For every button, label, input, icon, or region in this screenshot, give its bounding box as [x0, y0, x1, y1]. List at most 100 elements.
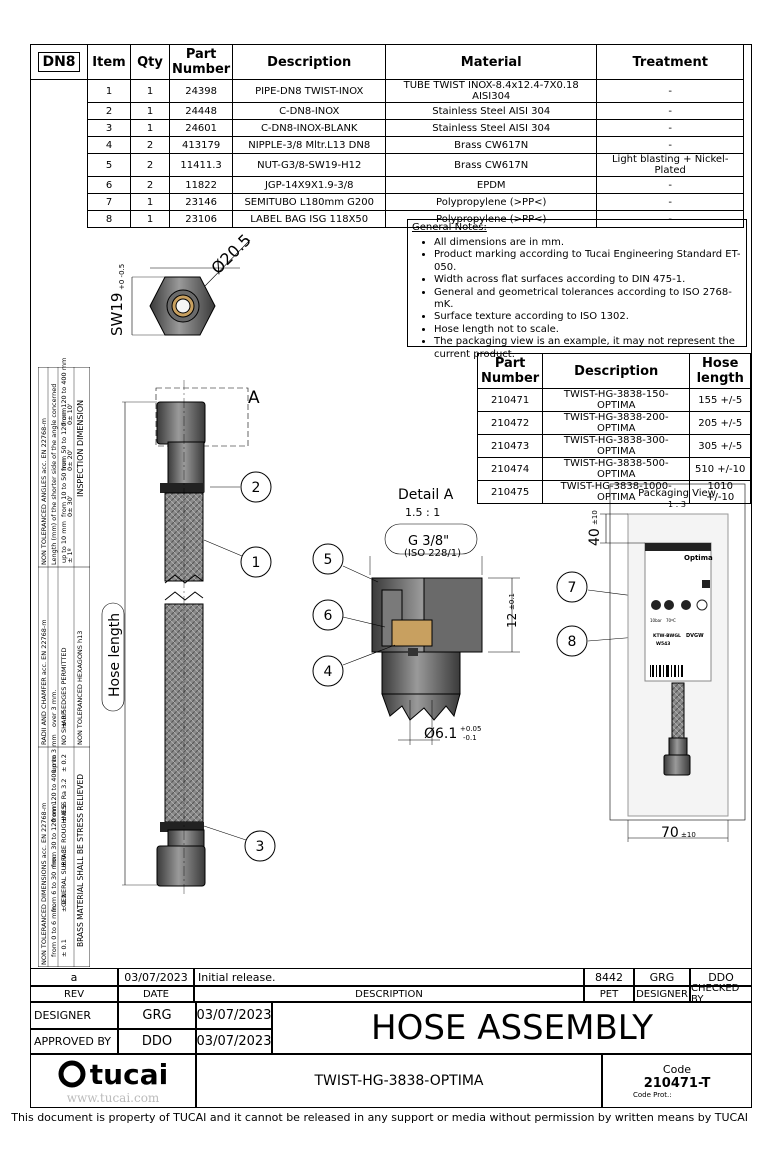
- note-item: Surface texture according to ISO 1302.: [434, 311, 742, 323]
- variant-cell: TWIST-HG-3838-300-OPTIMA: [542, 434, 691, 458]
- inspection-label: INSPECTION DIMENSION: [76, 399, 85, 497]
- website-text: www.tucai.com: [66, 1090, 160, 1105]
- variant-cell: 210475: [476, 480, 544, 504]
- tolerance-text: 0± 30': [66, 495, 74, 517]
- approved-date: 03/07/2023: [196, 1029, 272, 1054]
- dim-12-label: 12: [505, 613, 519, 628]
- balloon-4: 4: [312, 644, 396, 687]
- brass-label: BRASS MATERIAL SHALL BE STRESS RELIEVED: [76, 773, 85, 947]
- bom-cell: TUBE TWIST INOX-8.4x12.4-7X0.18 AISI304: [385, 79, 598, 103]
- view-a-label: A: [248, 388, 260, 408]
- code-value: 210471-T: [643, 1076, 711, 1091]
- note-item: Width across flat surfaces according to …: [434, 274, 742, 286]
- tolerance-block: NON TOLERANCED ANGLES acc. EN 22768-m Le…: [38, 358, 90, 967]
- linear-title: NON TOLERANCED DIMENSIONS acc. EN 22768-…: [40, 802, 48, 965]
- balloon-1: 1: [203, 539, 272, 578]
- variant-cell: 305 +/-5: [689, 434, 752, 458]
- tolerance-text: ± 0.5: [60, 804, 68, 822]
- detail-a-view: [369, 523, 520, 745]
- code-prot: Code Prot.:: [633, 1091, 672, 1099]
- footer-disclaimer: This document is property of TUCAI and i…: [11, 1111, 748, 1124]
- radii-title: RADII AND CHAMFER acc. EN 22768-m: [40, 619, 48, 745]
- pack-title: Packaging View: [638, 488, 716, 499]
- checked-header: CHECKED BY: [690, 983, 752, 1005]
- svg-text:2: 2: [252, 480, 261, 496]
- tolerance-text: over 3 mm.: [50, 689, 58, 728]
- variant-cell: 210472: [476, 411, 544, 435]
- pack-scale: 1 : 3: [668, 500, 686, 509]
- tolerance-text: ± 0.2: [60, 894, 68, 912]
- note-item: All dimensions are in mm.: [434, 237, 742, 249]
- designer-date: 03/07/2023: [196, 1002, 272, 1029]
- label-code: KTW-BWGL: [653, 633, 681, 639]
- bom-header: Item: [87, 44, 131, 80]
- variant-cell: 210471: [476, 388, 544, 412]
- rev-pet: 8442: [584, 968, 634, 986]
- label-w: W543: [656, 641, 670, 647]
- bom-table: DN8 Item Qty Part Number Description Mat…: [30, 44, 745, 228]
- bom-cell: -: [596, 79, 745, 103]
- variants-table: Part Number Description Hose length 2104…: [476, 353, 752, 504]
- rev-checked: DDO: [690, 968, 752, 986]
- variant-cell: TWIST-HG-3838-200-OPTIMA: [542, 411, 691, 435]
- sw-tol-label: +0 -0.5: [118, 264, 126, 290]
- dim-12-tol: ±0.1: [508, 593, 516, 610]
- note-item: General and geometrical tolerances accor…: [434, 287, 742, 312]
- bom-header: Material: [385, 44, 598, 80]
- tolerance-text: ± 0.1: [60, 939, 68, 957]
- pack-70-label: 70: [661, 825, 679, 841]
- dim-61-tol-dn: -0.1: [463, 734, 477, 742]
- pack-40-label: 40: [587, 528, 603, 546]
- detail-title: Detail A: [398, 487, 454, 503]
- hex-label: NON TOLERANCED HEXAGONS h13: [76, 630, 84, 745]
- logo-block: tucai www.tucai.com: [30, 1054, 196, 1108]
- tolerance-text: 0± 20': [66, 449, 74, 471]
- bom-header: Description: [232, 44, 387, 80]
- nut-top-view: [131, 239, 251, 336]
- general-notes: General Notes: All dimensions are in mm.…: [407, 219, 747, 360]
- rev-designer: GRG: [634, 968, 690, 986]
- drawing-name: TWIST-HG-3838-OPTIMA: [196, 1054, 602, 1108]
- balloon-6: 6: [312, 599, 386, 631]
- balloon-2: 2: [210, 471, 272, 503]
- notes-title: General Notes:: [412, 222, 487, 233]
- sharp-label: NO SHARP EDGES PERMITTED: [60, 647, 68, 745]
- date-header: DATE: [118, 986, 194, 1002]
- roughness-label: GENERAL SURFACE ROUGHNESS Ra 3.2: [60, 778, 68, 907]
- svg-text:8: 8: [568, 634, 577, 650]
- svg-text:3: 3: [256, 839, 265, 855]
- rev-header: REV: [30, 986, 118, 1002]
- tolerance-text: from 0 to 6 mm.: [50, 904, 58, 957]
- note-item: Product marking according to Tucai Engin…: [434, 249, 742, 274]
- pet-header: PET: [584, 986, 634, 1002]
- approved-value: DDO: [118, 1029, 196, 1054]
- hose-side-view: [101, 380, 249, 895]
- variant-cell: 210474: [476, 457, 544, 481]
- balloon-3: 3: [203, 825, 276, 862]
- rev-value: a: [30, 968, 118, 986]
- tolerance-text: up to 3 mm: [50, 734, 58, 772]
- detail-scale: 1.5 : 1: [405, 506, 440, 519]
- svg-text:1: 1: [252, 555, 261, 571]
- code-label: Code: [662, 1063, 692, 1076]
- dia-top-label: Ø20.5: [207, 230, 255, 278]
- svg-text:6: 6: [324, 608, 333, 624]
- svg-text:5: 5: [324, 552, 333, 568]
- bom-header: Part Number: [168, 44, 234, 80]
- thread-std-label: (ISO 228/1): [404, 548, 461, 559]
- variants-header: Part Number: [476, 353, 544, 389]
- code-block: Code 210471-T Code Prot.:: [602, 1054, 752, 1108]
- tolerance-text: ± 0.3: [60, 849, 68, 867]
- variant-cell: 155 +/-5: [689, 388, 752, 412]
- dim-61-label: Ø6.1: [424, 726, 457, 742]
- designer-value: GRG: [118, 1002, 196, 1029]
- label-pressure: 10bar: [650, 618, 662, 623]
- variant-cell: 510 +/-10: [689, 457, 752, 481]
- designer-header: DESIGNER: [634, 986, 690, 1002]
- size-label: DN8: [38, 52, 80, 72]
